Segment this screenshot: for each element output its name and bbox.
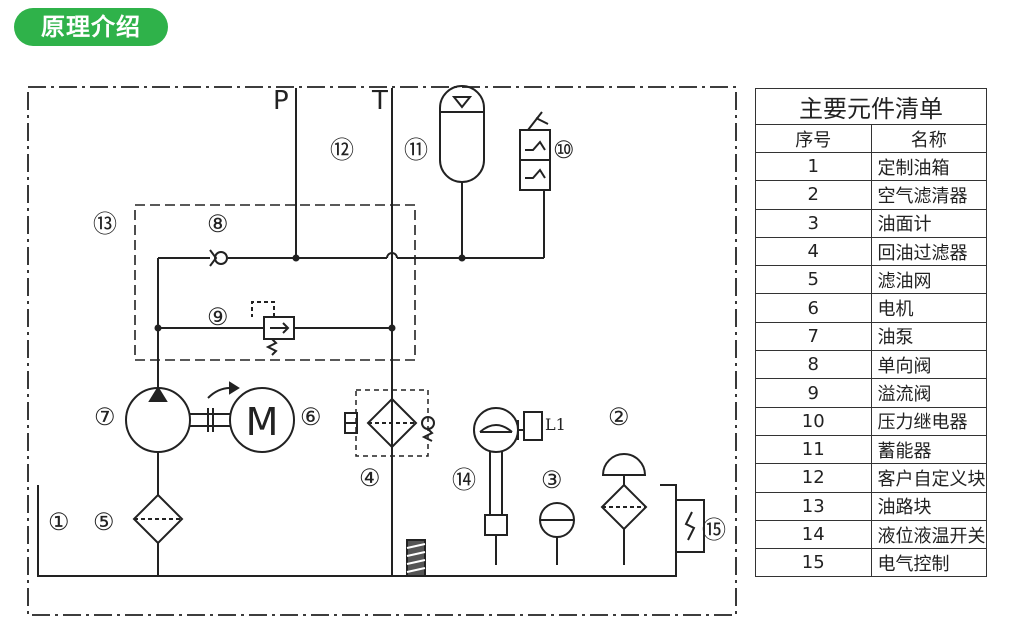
motor-letter: M <box>246 400 279 444</box>
row-name: 空气滤清器 <box>870 180 987 210</box>
row-name: 电机 <box>870 293 987 323</box>
relief-valve-9 <box>251 301 295 356</box>
row-name: 单向阀 <box>870 350 987 380</box>
component-list-title: 主要元件清单 <box>755 88 987 125</box>
row-no: 5 <box>755 265 872 295</box>
row-no: 12 <box>755 463 872 493</box>
row-no: 10 <box>755 406 872 436</box>
row-no: 14 <box>755 519 872 550</box>
row-name: 油面计 <box>870 208 987 238</box>
row-no: 1 <box>755 151 872 182</box>
row-no: 9 <box>755 378 872 408</box>
row-no: 2 <box>755 180 872 210</box>
row-name: 客户自定义块 <box>870 463 987 493</box>
callout-6: ⑥ <box>300 403 322 431</box>
callout-5: ⑤ <box>93 508 115 536</box>
motor-6 <box>229 387 295 453</box>
suction-strainer-5 <box>132 493 184 545</box>
row-name: 滤油网 <box>870 265 987 295</box>
row-no: 3 <box>755 208 872 238</box>
oil-tank-1 <box>37 484 677 577</box>
callout-8: ⑧ <box>207 210 229 238</box>
callout-14: ⑭ <box>452 466 476 494</box>
row-name: 液位液温开关 <box>870 519 987 550</box>
row-name: 溢流阀 <box>870 378 987 408</box>
pressure-switch-10 <box>519 111 551 191</box>
electrical-control-15 <box>675 499 705 553</box>
system-boundary <box>27 86 737 616</box>
coil-label: L1 <box>545 415 566 434</box>
callout-7: ⑦ <box>94 403 116 431</box>
row-no: 6 <box>755 293 872 323</box>
port-p-label: P <box>273 86 289 116</box>
callout-11: ⑪ <box>404 136 428 164</box>
row-name: 压力继电器 <box>870 406 987 436</box>
callout-12: ⑫ <box>330 136 354 164</box>
column-header-no: 序号 <box>755 124 872 153</box>
oil-level-gauge-3 <box>539 502 575 565</box>
return-filter-4 <box>344 389 435 457</box>
port-t-label: T <box>371 86 388 116</box>
manifold-block-boundary <box>134 204 416 361</box>
air-breather-2 <box>600 453 648 565</box>
callout-10: ⑩ <box>553 136 575 164</box>
row-no: 15 <box>755 548 872 578</box>
column-header-name: 名称 <box>870 124 987 153</box>
callout-1: ① <box>48 508 70 536</box>
drain-plug <box>406 539 426 577</box>
row-name: 定制油箱 <box>870 151 987 182</box>
callout-4: ④ <box>359 464 381 492</box>
callout-2: ② <box>608 403 630 431</box>
check-valve-8 <box>209 249 228 267</box>
row-name: 蓄能器 <box>870 434 987 465</box>
accumulator-11 <box>439 85 485 183</box>
callout-13: ⑬ <box>93 210 117 238</box>
section-title-badge: 原理介绍 <box>14 8 168 46</box>
level-temp-switch-14 <box>473 407 543 565</box>
row-name: 油泵 <box>870 321 987 352</box>
row-no: 13 <box>755 491 872 521</box>
hydraulic-schematic: P T M L1 ① ② ③ ④ ⑤ ⑥ ⑦ ⑧ ⑨ ⑩ ⑪ ⑫ ⑬ ⑭ ⑮ <box>27 85 737 616</box>
callout-15: ⑮ <box>702 516 726 544</box>
callout-3: ③ <box>541 466 563 494</box>
callout-9: ⑨ <box>207 303 229 331</box>
row-name: 电气控制 <box>870 548 987 578</box>
row-name: 油路块 <box>870 491 987 521</box>
row-name: 回油过滤器 <box>870 236 987 267</box>
row-no: 4 <box>755 236 872 267</box>
row-no: 11 <box>755 434 872 465</box>
row-no: 7 <box>755 321 872 352</box>
pump-7 <box>125 386 191 453</box>
row-no: 8 <box>755 350 872 380</box>
